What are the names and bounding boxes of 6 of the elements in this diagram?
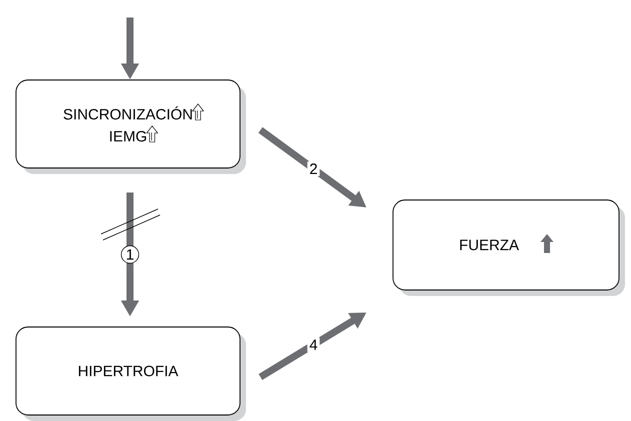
edge-label: 1 (120, 245, 140, 264)
rounded-box: SINCRONIZACIÓN IEMG (16, 80, 246, 174)
rounded-box: HIPERTROFIA (16, 326, 246, 421)
rounded-box: FUERZA (392, 200, 625, 296)
edge-label: 4 (307, 338, 320, 352)
edge-label: 2 (307, 162, 320, 176)
